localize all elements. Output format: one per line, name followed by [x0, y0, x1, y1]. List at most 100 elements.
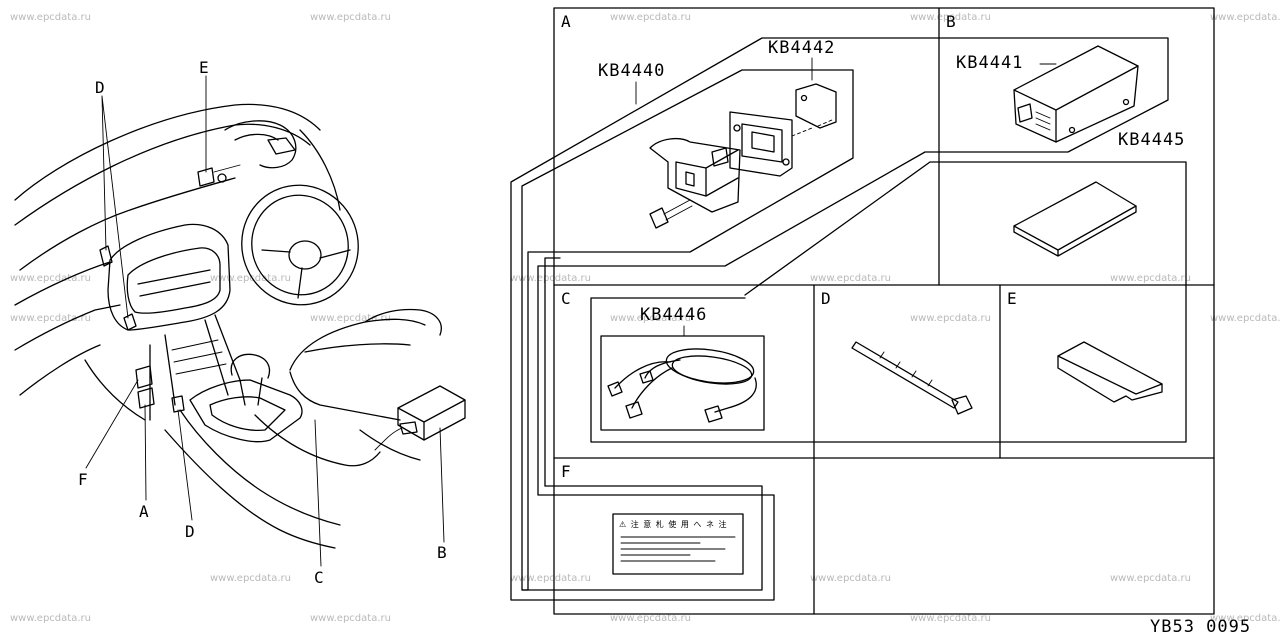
dash-lower-line-2 — [14, 304, 121, 351]
watermark: www.epcdata.ru — [910, 313, 991, 324]
callout-b: B — [437, 543, 447, 562]
watermark: www.epcdata.ru — [310, 613, 391, 624]
callout-f: F — [78, 470, 88, 489]
mount-bracket — [649, 137, 741, 213]
parts-grid: A B C D E F KB4440 KB4442 — [510, 7, 1251, 637]
watermark: www.epcdata.ru — [910, 613, 991, 624]
watermark: www.epcdata.ru — [510, 573, 591, 584]
bracket-e — [197, 167, 215, 187]
callout-d-top: D — [95, 78, 105, 97]
grid-frame — [553, 7, 1215, 615]
center-display — [126, 247, 221, 314]
console-side-2 — [164, 429, 336, 549]
dash-mid-line — [19, 177, 236, 271]
stack-edge-3 — [204, 319, 229, 396]
callout-a: A — [139, 502, 149, 521]
watermark: www.epcdata.ru — [1110, 573, 1191, 584]
kit-outline-f — [521, 485, 763, 591]
leader-d-lower — [177, 409, 193, 521]
display-line — [137, 269, 211, 285]
watermark: www.epcdata.ru — [610, 313, 691, 324]
bracket-e-screw — [217, 173, 227, 183]
foam-pad — [1013, 181, 1137, 257]
part-number: KB4445 — [1118, 130, 1185, 150]
switch-a — [137, 387, 155, 409]
stack-edge-2 — [164, 334, 176, 406]
shift-knob — [230, 353, 271, 379]
stack-vents — [171, 339, 227, 375]
watermark: www.epcdata.ru — [10, 273, 91, 284]
warning-label: ⚠ 注 意 札 使 用 へ ネ 注 — [612, 513, 744, 575]
watermark: www.epcdata.ru — [210, 273, 291, 284]
socket-plate — [729, 111, 793, 177]
control-module — [1013, 45, 1139, 143]
leader-d-top — [101, 95, 129, 319]
leader-a — [144, 404, 147, 501]
module-b-wire — [374, 427, 403, 451]
leader-c — [314, 419, 322, 567]
watermark: www.epcdata.ru — [310, 12, 391, 23]
kit-outline-kb4445 — [544, 161, 1187, 487]
callout-d-lower: D — [185, 522, 195, 541]
dash-top-line — [14, 103, 321, 201]
watermark: www.epcdata.ru — [10, 12, 91, 23]
dash-bottom-line — [19, 344, 101, 396]
leader-b — [439, 427, 445, 543]
shift-gate — [209, 396, 286, 431]
part-number: KB4441 — [956, 53, 1023, 73]
bracket-e-line — [213, 164, 241, 173]
watermark: www.epcdata.ru — [910, 12, 991, 23]
callout-c: C — [314, 568, 324, 587]
diagram-code: YB53 0095 — [1150, 617, 1251, 637]
panel-b-label: B — [946, 12, 956, 31]
console-curve — [254, 414, 381, 467]
shift-lever — [239, 377, 263, 406]
center-stack — [107, 223, 231, 331]
shift-console — [189, 379, 303, 443]
panel-c-label: C — [561, 289, 571, 308]
watermark: www.epcdata.ru — [610, 12, 691, 23]
harness-box — [600, 335, 765, 431]
module-b-edges — [397, 399, 466, 441]
panel-d-label: D — [821, 289, 831, 308]
watermark: www.epcdata.ru — [310, 313, 391, 324]
dash-top-line-2 — [14, 123, 311, 226]
module-b — [397, 385, 466, 441]
steering-hub — [288, 240, 322, 270]
panel-a-label: A — [561, 12, 571, 31]
callout-e: E — [199, 58, 209, 77]
clip-d-mid — [123, 313, 137, 331]
watermark: www.epcdata.ru — [810, 273, 891, 284]
dash-bottom-curve — [84, 359, 146, 421]
steering-wheel — [241, 184, 359, 306]
clip-d-lower — [171, 395, 185, 413]
watermark: www.epcdata.ru — [610, 613, 691, 624]
screw — [649, 199, 693, 229]
instrument-hood-inner — [234, 133, 279, 141]
clip-d-top — [99, 245, 113, 267]
kit-outline-kb4442 — [521, 69, 854, 591]
watermark: www.epcdata.ru — [1210, 12, 1280, 23]
display-line-2 — [139, 281, 211, 297]
clip-bracket — [791, 83, 837, 137]
panel-e-label: E — [1007, 289, 1017, 308]
warning-label-heading: ⚠ 注 意 札 使 用 へ ネ 注 — [619, 519, 728, 529]
watermark: www.epcdata.ru — [1210, 313, 1280, 324]
watermark: www.epcdata.ru — [10, 613, 91, 624]
seat-base — [359, 429, 421, 461]
part-number: KB4442 — [768, 38, 835, 58]
dash-lower-line — [14, 261, 111, 306]
panel-f-label: F — [561, 462, 571, 481]
kit-outline-outer — [510, 37, 1169, 601]
leader-f — [85, 379, 139, 469]
instrument-hood — [224, 120, 297, 169]
module-b-connector — [399, 421, 418, 435]
watermark: www.epcdata.ru — [510, 273, 591, 284]
adhesive-pad — [1057, 341, 1163, 403]
vehicle-interior-illustration: D E F A D C B — [14, 58, 466, 587]
part-number: KB4440 — [598, 61, 665, 81]
watermarks: www.epcdata.ru www.epcdata.ru www.epcdat… — [10, 12, 1280, 624]
watermark: www.epcdata.ru — [10, 313, 91, 324]
vent — [267, 137, 296, 155]
watermark: www.epcdata.ru — [810, 573, 891, 584]
